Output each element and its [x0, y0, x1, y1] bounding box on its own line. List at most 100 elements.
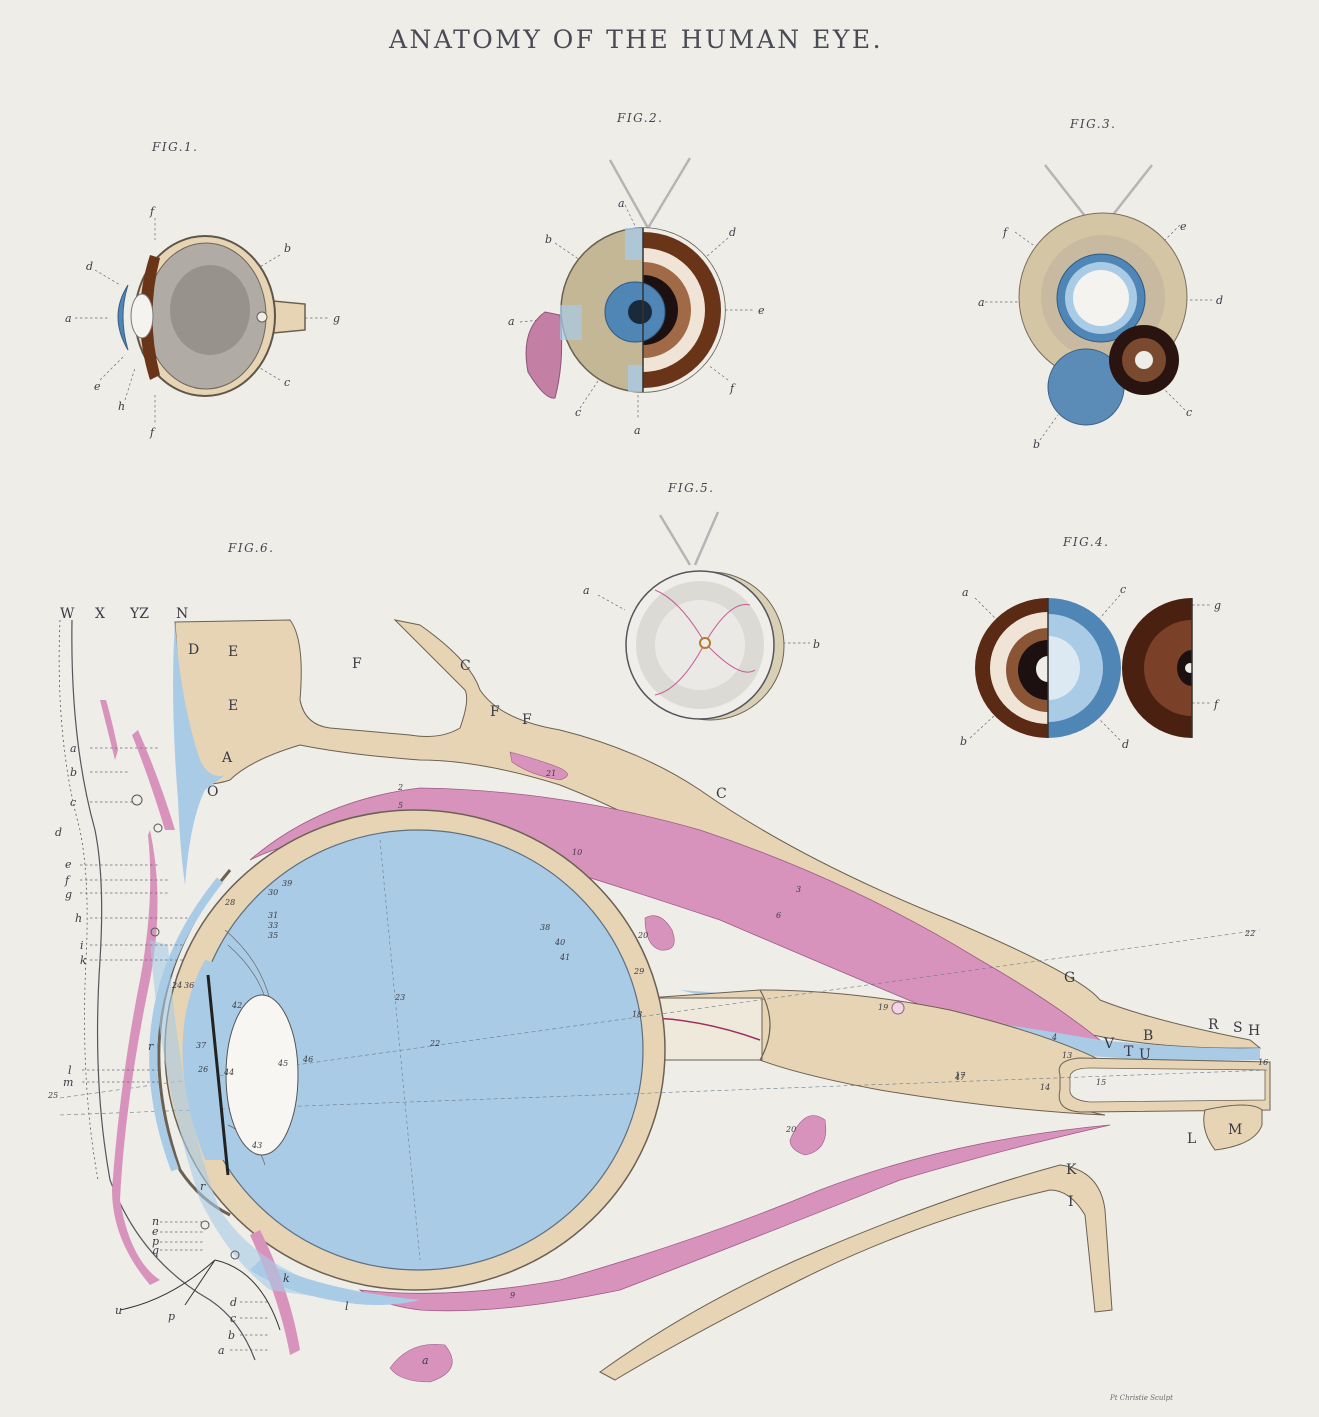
- label-figures-5-numbers-18: 22: [1244, 929, 1255, 938]
- label-figures-5-left_labels-11: m: [63, 1076, 73, 1089]
- fig3-caption: FIG.3.: [1069, 117, 1117, 131]
- label-figures-5-numbers-9: 15: [1096, 1078, 1106, 1087]
- label-figures-5-left_labels-2: c: [70, 796, 76, 809]
- label-figures-0-labels-7: c: [284, 376, 290, 389]
- label-figures-5-left_labels-10: l: [68, 1064, 72, 1077]
- label-figures-5-caps-4: O: [207, 784, 218, 800]
- label-figures-5-left_labels-5: f: [64, 874, 71, 887]
- label-figures-5-left_labels-14: n: [152, 1215, 159, 1228]
- label-figures-5-numbers-24: 29: [633, 967, 644, 976]
- label-figures-5-left_labels-9: k: [80, 954, 87, 967]
- label-figures-5-caps-11: R: [1208, 1017, 1219, 1033]
- label-figures-5-caps-7: F: [490, 704, 500, 720]
- label-figures-5-numbers-27: 33: [268, 921, 278, 930]
- label-figures-0-labels-1: d: [86, 260, 93, 273]
- fig1-caption: FIG.1.: [151, 140, 199, 154]
- label-figures-2-labels-0: f: [1002, 226, 1009, 239]
- label-figures-5-caps-6: C: [460, 658, 471, 674]
- label-figures-5-numbers-22: 26: [197, 1065, 208, 1074]
- label-figures-5-numbers-25: 30: [268, 888, 278, 897]
- label-figures-5-numbers-1: 3: [796, 885, 801, 894]
- label-figures-5-left_labels-12: r: [148, 1040, 154, 1053]
- label-figures-5-left_labels-15: e: [152, 1225, 159, 1238]
- label-figures-5-caps-17: U: [1139, 1047, 1151, 1063]
- label-figures-5-left_labels-24: a: [218, 1344, 225, 1357]
- label-figures-1-labels-0: a: [618, 197, 625, 210]
- label-figures-5-numbers-37: 44: [223, 1068, 234, 1077]
- fig1-eye-section: FIG.1. f d b a g e h c f: [65, 140, 340, 439]
- fig4-caption: FIG.4.: [1062, 535, 1110, 549]
- label-figures-5-numbers-29: 36: [184, 981, 194, 990]
- label-figures-5-extra-0: a: [422, 1354, 429, 1367]
- label-figures-0-labels-2: b: [284, 242, 291, 255]
- label-figures-5-caps-1: E: [228, 644, 238, 660]
- label-figures-2-labels-3: d: [1216, 294, 1223, 307]
- label-figures-5-numbers-21: 25: [47, 1091, 58, 1100]
- label-figures-0-labels-3: a: [65, 312, 72, 325]
- label-figures-5-caps-14: B: [1143, 1028, 1153, 1044]
- label-figures-5-numbers-34: 41: [559, 953, 570, 962]
- plate-title: ANATOMY OF THE HUMAN EYE.: [388, 25, 883, 54]
- label-figures-5-numbers-35: 42: [231, 1001, 242, 1010]
- label-figures-5-left_labels-8: i: [80, 939, 84, 952]
- fig4-iris-views: FIG.4. a c g b d f: [960, 535, 1221, 751]
- label-figures-5-numbers-7: 13: [1062, 1051, 1072, 1060]
- label-figures-5-numbers-6: 10: [572, 848, 582, 857]
- label-figures-2-labels-2: a: [978, 296, 985, 309]
- label-figures-4-labels-0: a: [583, 584, 590, 597]
- label-figures-5-left_labels-13: r: [200, 1180, 206, 1193]
- label-figures-0-labels-6: h: [118, 400, 125, 413]
- label-figures-5-numbers-15: 20: [785, 1125, 796, 1134]
- label-figures-5-numbers-10: 16: [1258, 1058, 1268, 1067]
- label-figures-5-caps-20: K: [1066, 1162, 1077, 1178]
- fig2-caption: FIG.2.: [616, 111, 664, 125]
- label-figures-2-labels-5: c: [1186, 406, 1192, 419]
- label-figures-2-labels-4: b: [1033, 438, 1040, 451]
- label-figures-5-numbers-36: 43: [251, 1141, 262, 1150]
- label-figures-5-caps-18: L: [1187, 1131, 1196, 1147]
- label-figures-1-labels-3: a: [508, 315, 515, 328]
- label-figures-2-labels-1: e: [1180, 220, 1187, 233]
- label-figures-5-left_labels-19: u: [115, 1304, 122, 1317]
- label-figures-5-numbers-5: 9: [510, 1291, 515, 1300]
- label-figures-5-top_caps-3: N: [176, 606, 188, 622]
- label-figures-5-numbers-20: 24: [171, 981, 182, 990]
- label-figures-0-labels-5: e: [94, 380, 101, 393]
- label-figures-5-numbers-30: 37: [196, 1041, 207, 1050]
- label-figures-1-labels-4: e: [758, 304, 765, 317]
- fig5-eye-fundus: FIG.5. a b: [583, 481, 820, 721]
- label-figures-1-labels-6: f: [729, 382, 736, 395]
- label-figures-5-caps-0: D: [188, 642, 199, 658]
- label-figures-5-numbers-33: 40: [554, 938, 565, 947]
- label-figures-5-numbers-8: 14: [1040, 1083, 1050, 1092]
- label-figures-5-numbers-14: 20: [637, 931, 648, 940]
- label-figures-1-labels-5: c: [575, 406, 581, 419]
- label-figures-5-left_labels-23: b: [228, 1329, 235, 1342]
- label-figures-5-left_labels-22: c: [230, 1312, 236, 1325]
- label-figures-5-numbers-28: 35: [268, 931, 278, 940]
- label-figures-5-numbers-11: 17: [955, 1071, 966, 1080]
- label-figures-5-numbers-39: 46: [302, 1055, 313, 1064]
- label-figures-5-numbers-23: 28: [224, 898, 235, 907]
- label-figures-5-caps-12: S: [1233, 1020, 1243, 1036]
- label-figures-5-numbers-3: 5: [398, 801, 403, 810]
- label-figures-5-numbers-13: 19: [878, 1003, 888, 1012]
- fig3-eye-parts: FIG.3. f e a d b c: [978, 117, 1223, 451]
- label-figures-1-labels-2: d: [729, 226, 736, 239]
- label-figures-5-left_labels-3: d: [55, 826, 62, 839]
- fig5-caption: FIG.5.: [667, 481, 715, 495]
- label-figures-5-caps-8: F: [522, 712, 532, 728]
- label-figures-5-top_caps-0: W: [60, 606, 75, 622]
- label-figures-5-numbers-26: 31: [268, 911, 278, 920]
- label-figures-3-labels-5: f: [1213, 698, 1220, 711]
- label-figures-5-top_caps-2: YZ: [129, 606, 149, 622]
- label-figures-5-left_labels-7: h: [75, 912, 82, 925]
- label-figures-4-labels-1: b: [813, 638, 820, 651]
- label-figures-5-caps-3: A: [221, 750, 233, 766]
- label-figures-5-caps-21: I: [1068, 1194, 1074, 1210]
- label-figures-5-numbers-4: 6: [776, 911, 781, 920]
- label-figures-5-caps-10: G: [1064, 970, 1075, 986]
- label-figures-5-numbers-40: 47: [954, 1073, 966, 1082]
- label-figures-3-labels-4: d: [1122, 738, 1129, 751]
